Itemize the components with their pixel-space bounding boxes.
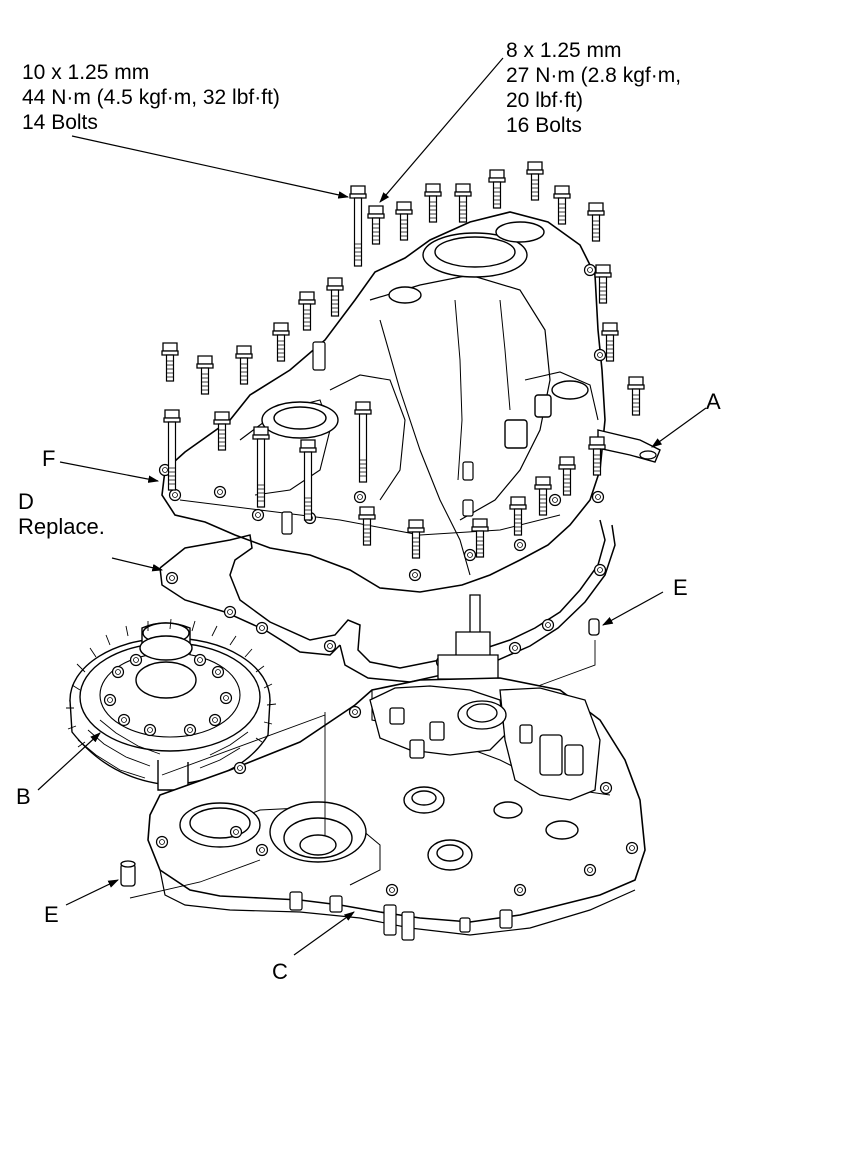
leader-line-b — [38, 732, 101, 790]
spec-right-block: 8 x 1.25 mm 27 N·m (2.8 kgf·m, 20 lbf·ft… — [506, 38, 681, 138]
callout-d: D — [18, 489, 34, 514]
leader-line-left-spec — [72, 136, 350, 199]
spec-right-size: 8 x 1.25 mm — [506, 39, 622, 62]
callout-e-top: E — [673, 575, 688, 600]
leader-line-e-bottom — [66, 880, 119, 905]
dowel-pin-e-top — [589, 619, 599, 635]
spec-left-torque: 44 N·m (4.5 kgf·m, 32 lbf·ft) — [22, 86, 280, 109]
leader-line-c — [294, 911, 355, 955]
lower-case-details — [290, 892, 512, 940]
callout-a: A — [706, 389, 721, 414]
callout-b: B — [16, 784, 31, 809]
dowel-pin-e-bottom — [121, 861, 135, 886]
leader-line-d — [112, 558, 164, 572]
callout-e-bottom: E — [44, 902, 59, 927]
valve-body — [370, 686, 600, 800]
spec-left-size: 10 x 1.25 mm — [22, 61, 150, 84]
spec-right-count: 16 Bolts — [506, 114, 582, 137]
spec-right-torque-1: 27 N·m (2.8 kgf·m, — [506, 64, 682, 87]
callout-d-note: Replace. — [18, 514, 105, 539]
spec-left-count: 14 Bolts — [22, 111, 98, 134]
spec-left-block: 10 x 1.25 mm 44 N·m (4.5 kgf·m, 32 lbf·f… — [22, 60, 280, 135]
leader-line-f — [60, 462, 160, 483]
leader-line-a — [651, 408, 706, 448]
leader-line-e-top — [602, 592, 663, 625]
gear-teeth — [66, 619, 276, 778]
upper-bores — [262, 222, 588, 448]
callout-f: F — [42, 446, 56, 471]
spec-right-torque-2: 20 lbf·ft) — [506, 89, 584, 112]
transmission-housing — [162, 212, 605, 592]
leader-line-right-spec — [379, 58, 503, 203]
leader-lines — [38, 58, 706, 955]
lower-bores — [180, 787, 578, 870]
shift-shaft — [438, 595, 498, 679]
dowel-pins-upper — [282, 342, 473, 534]
callout-c: C — [272, 959, 288, 984]
